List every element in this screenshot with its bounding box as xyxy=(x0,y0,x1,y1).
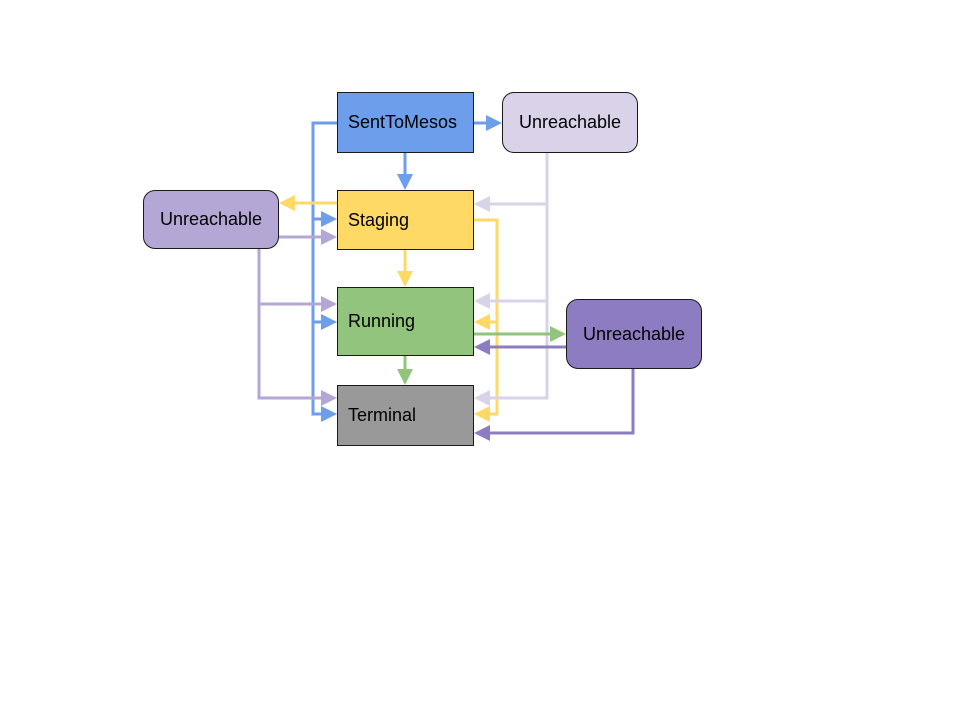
state-running-label: Running xyxy=(348,311,416,331)
state-unreachable-left-label: Unreachable xyxy=(159,209,263,229)
arrow-unreachable-left-return xyxy=(257,249,323,400)
arrow-unreachable-left-running-head xyxy=(321,296,337,312)
state-staging: Staging xyxy=(337,190,474,250)
arrow-unreachable-left-staging-head xyxy=(321,229,337,245)
state-terminal-label: Terminal xyxy=(348,405,417,425)
state-unreachable-right: Unreachable xyxy=(566,299,702,369)
arrow-staging-terminal-head xyxy=(474,406,490,422)
arrow-sent-to-staging-head xyxy=(397,174,413,190)
arrow-unreachable-top-staging-head xyxy=(474,196,490,212)
state-running: Running xyxy=(337,287,474,356)
arrow-running-to-unreachable-right-head xyxy=(550,326,566,342)
state-staging-label: Staging xyxy=(348,209,410,230)
arrow-staging-to-unreachable-left-head xyxy=(279,195,295,211)
arrow-unreachable-top-running-head xyxy=(474,293,490,309)
state-unreachable-top-label: Unreachable xyxy=(518,112,622,132)
arrow-unreachable-right-to-terminal xyxy=(488,369,635,435)
arrow-unreachable-top-terminal-head xyxy=(474,390,490,406)
arrow-sent-to-unreachable-head xyxy=(486,115,502,131)
state-unreachable-top: Unreachable xyxy=(502,92,638,153)
arrow-running-to-terminal-head xyxy=(397,369,413,385)
arrow-sent-running-head xyxy=(321,314,337,330)
arrow-staging-to-running-head xyxy=(397,271,413,287)
state-sent-to-mesos: SentToMesos xyxy=(337,92,474,153)
state-terminal: Terminal xyxy=(337,385,474,446)
arrow-unreachable-right-running-head xyxy=(474,339,490,355)
state-unreachable-left: Unreachable xyxy=(143,190,279,249)
arrow-unreachable-left-terminal-head xyxy=(321,390,337,406)
arrow-sent-staging-head xyxy=(321,211,337,227)
arrow-sent-to-terminal xyxy=(311,121,337,416)
arrow-unreachable-top-return xyxy=(488,153,549,400)
arrow-unreachable-right-terminal-head xyxy=(474,425,490,441)
arrow-staging-bypass xyxy=(474,218,499,416)
state-unreachable-right-label: Unreachable xyxy=(582,323,686,344)
arrow-sent-terminal-head xyxy=(321,406,337,422)
arrow-staging-running-head xyxy=(474,314,490,330)
state-sent-to-mesos-label: SentToMesos xyxy=(348,112,458,132)
